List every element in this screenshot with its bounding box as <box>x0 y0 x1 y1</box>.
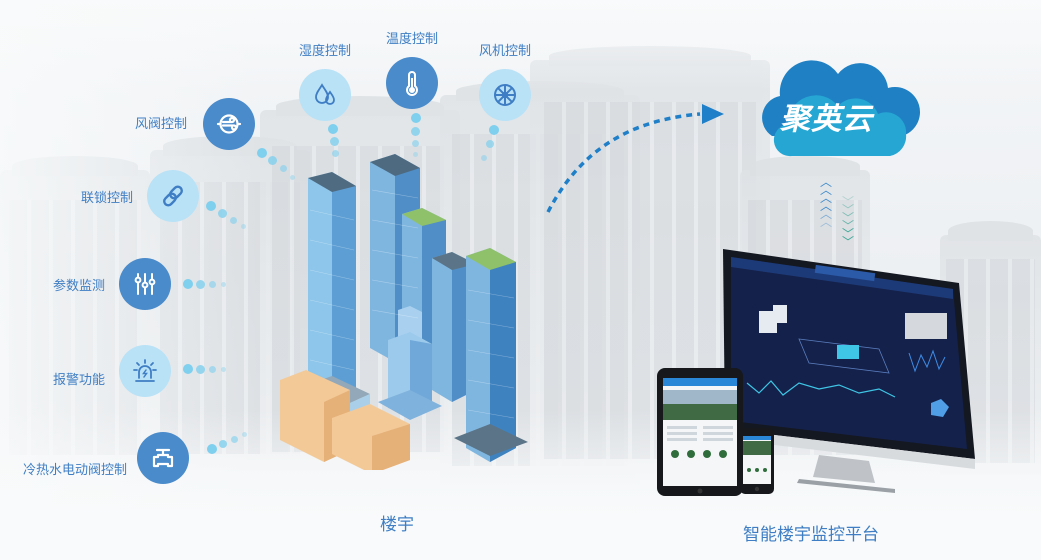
platform-caption: 智能楼宇监控平台 <box>743 525 879 545</box>
feature-parameter-monitoring: 参数监测 <box>53 258 172 310</box>
feature-label: 湿度控制 <box>299 44 352 59</box>
tablet-device <box>657 368 757 502</box>
alarm-beacon-icon <box>119 345 172 397</box>
feature-label: 温度控制 <box>386 32 439 47</box>
upload-arrow <box>546 104 724 213</box>
feature-valve-control: 冷热水电动阀控制 <box>23 432 190 484</box>
cloud-service-logo: 聚英云 <box>752 48 924 168</box>
cloud-label: 聚英云 <box>780 102 873 137</box>
valve-icon <box>137 432 190 484</box>
up-chevrons-icon: ︿︿︿︿︿︿ <box>820 175 833 229</box>
building-illustration <box>270 150 550 474</box>
air-damper-icon <box>203 98 256 150</box>
feature-fan-control: 风机控制 <box>479 40 531 121</box>
feature-label: 风机控制 <box>479 44 532 59</box>
thermometer-icon <box>386 57 438 109</box>
feature-label: 报警功能 <box>53 372 106 388</box>
feature-interlock-control: 联锁控制 <box>81 170 200 222</box>
feature-label: 风阀控制 <box>135 116 188 132</box>
building-caption: 楼宇 <box>380 515 414 535</box>
feature-temperature-control: 温度控制 <box>386 28 438 109</box>
feature-damper-control: 风阀控制 <box>135 98 256 150</box>
down-chevrons-icon: ﹀﹀﹀﹀﹀﹀ <box>842 195 855 249</box>
desktop-monitor <box>719 243 979 497</box>
chain-link-icon <box>147 170 200 222</box>
phone-device <box>740 428 776 500</box>
sliders-icon <box>119 258 172 310</box>
feature-humidity-control: 湿度控制 <box>299 40 351 121</box>
water-drops-icon <box>299 69 351 121</box>
feature-label: 参数监测 <box>53 278 106 294</box>
feature-alarm: 报警功能 <box>53 345 172 397</box>
cloud-icon <box>762 60 920 157</box>
fan-icon <box>479 69 531 121</box>
feature-label: 冷热水电动阀控制 <box>23 462 128 478</box>
feature-label: 联锁控制 <box>81 190 134 206</box>
